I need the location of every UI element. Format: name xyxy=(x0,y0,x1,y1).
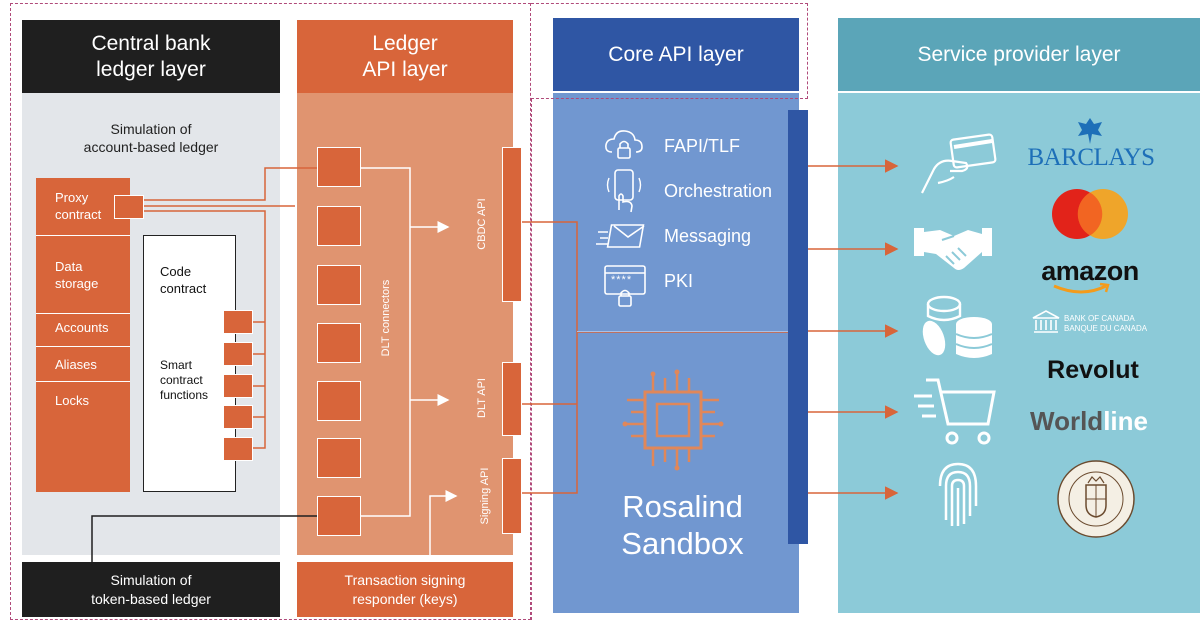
core-bus-bar xyxy=(788,110,808,544)
dlt-connector-box xyxy=(317,206,361,246)
central-bank-header: Central bank ledger layer xyxy=(22,20,280,93)
signing-api-bar xyxy=(502,458,522,534)
dlt-api-bar xyxy=(502,362,522,436)
chip-icon xyxy=(622,369,724,471)
dashed-divider xyxy=(531,99,532,620)
card-payment-icon xyxy=(918,133,998,195)
signing-responder-box: Transaction signing responder (keys) xyxy=(297,562,513,617)
smart-function-port xyxy=(223,342,253,366)
dashed-outline-core xyxy=(531,3,808,99)
amazon-logo: amazon xyxy=(1041,256,1139,286)
dlt-connector-box xyxy=(317,496,361,536)
shopping-cart-icon xyxy=(912,378,996,446)
core-item-pki: PKI xyxy=(664,271,694,291)
row-divider xyxy=(36,235,130,236)
mastercard-logo xyxy=(1050,188,1130,240)
cloud-lock-icon xyxy=(604,126,644,164)
barclays-eagle-icon xyxy=(1078,118,1102,144)
bank-of-canada-icon xyxy=(1031,310,1061,334)
barclays-logo: BARCLAYS xyxy=(1027,144,1155,171)
coins-icon xyxy=(918,294,996,360)
row-data-storage: Data storage xyxy=(55,259,99,291)
dlt-connector-box xyxy=(317,438,361,478)
cbdc-api-label: CBDC API xyxy=(476,198,488,250)
ledger-column xyxy=(36,178,130,492)
row-divider xyxy=(36,313,130,314)
dlt-connector-box xyxy=(317,323,361,363)
core-api-header: Core API layer xyxy=(553,18,799,91)
row-divider xyxy=(36,346,130,347)
bank-of-canada-fr: BANQUE DU CANADA xyxy=(1064,324,1148,333)
pki-stars: **** xyxy=(611,274,633,286)
core-divider xyxy=(577,331,790,332)
rosalind-sandbox-title: Rosalind Sandbox xyxy=(621,489,744,562)
smart-function-port xyxy=(223,405,253,429)
service-provider-header: Service provider layer xyxy=(838,18,1200,91)
smart-function-port xyxy=(223,310,253,334)
code-contract-label: Code contract xyxy=(160,264,207,296)
fingerprint-icon xyxy=(936,460,980,530)
dlt-connector-box xyxy=(317,265,361,305)
dlt-connectors-label: DLT connectors xyxy=(380,279,392,357)
token-ledger-box: Simulation of token-based ledger xyxy=(22,562,280,617)
dlt-connector-box xyxy=(317,381,361,421)
row-accounts: Accounts xyxy=(55,320,109,335)
row-aliases: Aliases xyxy=(55,357,97,372)
worldline-logo: Worldline xyxy=(1030,406,1170,437)
handshake-icon xyxy=(912,222,994,274)
smart-function-port xyxy=(223,437,253,461)
phone-touch-icon xyxy=(604,168,644,214)
envelope-icon xyxy=(596,222,648,252)
row-locks: Locks xyxy=(55,393,89,408)
revolut-logo: Revolut xyxy=(1047,356,1139,384)
cbdc-api-bar xyxy=(502,147,522,302)
worldline-logo-part1: World xyxy=(1030,406,1104,436)
row-proxy-contract: Proxy contract xyxy=(55,190,102,222)
proxy-connector-square xyxy=(114,195,144,219)
bank-of-canada-en: BANK OF CANADA xyxy=(1064,314,1135,323)
row-divider xyxy=(36,381,130,382)
pki-icon xyxy=(604,264,646,308)
smart-function-port xyxy=(223,374,253,398)
ledger-api-header: Ledger API layer xyxy=(297,20,513,93)
core-item-fapi: FAPI/TLF xyxy=(664,136,741,156)
mnb-seal-logo xyxy=(1056,459,1136,539)
signing-api-label: Signing API xyxy=(479,467,491,525)
dlt-api-label: DLT API xyxy=(476,378,488,418)
account-ledger-title: Simulation of account-based ledger xyxy=(83,121,219,156)
worldline-logo-part2: line xyxy=(1103,406,1148,436)
smart-contract-label: Smart contract functions xyxy=(160,358,209,402)
service-provider-panel xyxy=(838,93,1200,613)
amazon-smile-icon xyxy=(1052,282,1112,296)
core-item-orchestration: Orchestration xyxy=(664,181,773,201)
core-item-messaging: Messaging xyxy=(664,226,752,246)
dlt-connector-box xyxy=(317,147,361,187)
